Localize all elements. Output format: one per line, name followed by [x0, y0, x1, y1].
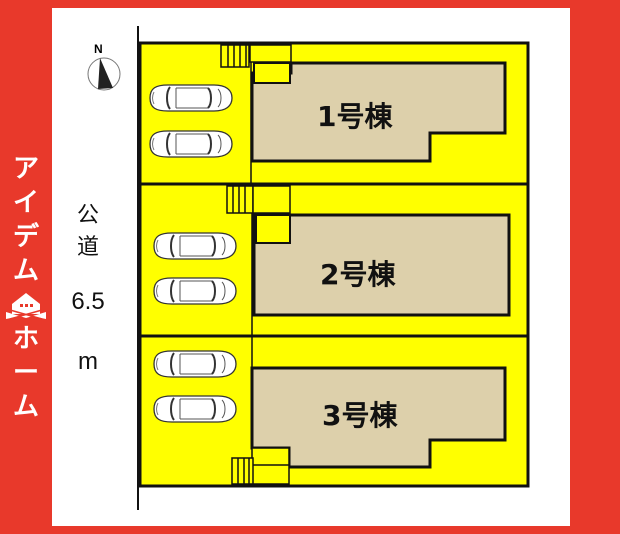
public-road-label: 公 道 6.5 m [58, 200, 118, 378]
compass-icon [87, 57, 121, 91]
car-icon [153, 277, 237, 305]
brand-char: イ [12, 188, 39, 218]
road-width: 6.5 [71, 288, 105, 315]
brand-char: デ [12, 222, 39, 252]
brand-logo: ア イ デ ム ホ ー ム [6, 152, 46, 424]
north-label: N [94, 42, 103, 56]
brand-char: ム [12, 256, 39, 286]
brand-char: ホ [12, 324, 39, 354]
stairs-icon [220, 44, 250, 68]
road-width-unit: m [78, 348, 98, 375]
brand-banner: ア イ デ ム ホ ー ム [0, 0, 52, 534]
stairs-icon [231, 457, 254, 485]
car-icon [153, 232, 237, 260]
brand-char: ム [12, 392, 39, 422]
house-logo-icon [6, 293, 46, 320]
lot-1 [138, 41, 530, 186]
lot-1-label: 1号棟 [317, 100, 393, 133]
road-label-char: 道 [76, 235, 99, 260]
brand-char: ア [12, 154, 39, 184]
north-compass: N [86, 42, 126, 92]
car-icon [149, 130, 233, 158]
lot-2-label: 2号棟 [320, 258, 396, 291]
lot-2 [138, 182, 530, 338]
car-icon [149, 84, 233, 112]
brand-char: ー [12, 358, 39, 388]
lot-3 [138, 334, 530, 488]
stairs-icon [226, 185, 254, 214]
car-icon [153, 395, 237, 423]
lot-3-label: 3号棟 [322, 399, 398, 432]
road-label-char: 公 [76, 203, 99, 228]
road-edge-line [137, 26, 139, 510]
car-icon [153, 350, 237, 378]
